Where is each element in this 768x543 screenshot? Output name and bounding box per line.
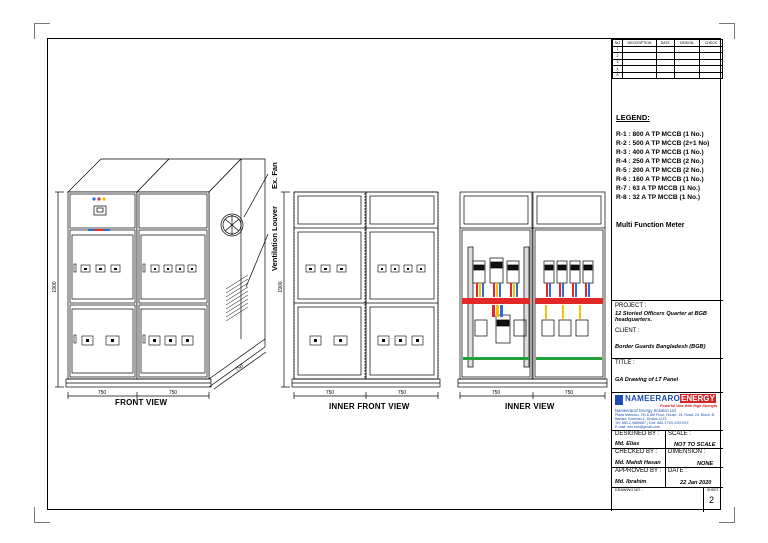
dim-width-left: 750 <box>98 390 107 396</box>
crop-mark <box>34 522 50 523</box>
checked-label: CHECKED BY : <box>615 449 658 455</box>
sheet-number: 2 <box>709 495 715 505</box>
company-full-name: Nameeraroz Energy Solution Ltd. <box>615 408 677 413</box>
busbar-set <box>462 283 603 360</box>
company-tagline: Powerful Vibe With High Strength <box>660 404 718 408</box>
dim-height: 1900 <box>52 281 58 292</box>
date-value: 22 Jan 2020 <box>680 480 712 486</box>
revision-table: NO DESCRIPTION DATE DESIGN CHECK 1 2 3 4… <box>612 39 724 81</box>
checked-row: CHECKED BY : Md. Mahdi Hasan DIMENSION :… <box>612 448 723 468</box>
dim-height: 1900 <box>278 281 284 292</box>
approved-value: Md. Ibrahim <box>615 479 647 485</box>
company-email: E-mail: info.nes@gmail.com <box>615 425 660 429</box>
inner-view-panel <box>457 191 608 388</box>
dim-width-right: 750 <box>398 390 407 396</box>
title-label: TITLE : <box>615 360 635 366</box>
legend-item: R-5 : 200 A TP MCCB (2 No.) <box>616 167 704 174</box>
company-name-2: ENERGY <box>680 394 716 403</box>
crop-mark <box>734 23 735 39</box>
scale-label: SCALE : <box>668 431 692 437</box>
project-label: PROJECT : <box>615 303 647 309</box>
checked-value: Md. Mahdi Hasan <box>615 460 661 466</box>
approved-row: APPROVED BY : Md. Ibrahim DATE : 22 Jan … <box>612 467 723 488</box>
project-row: PROJECT : 12 Storied Officers Quarter at… <box>612 300 723 330</box>
company-row <box>612 392 723 430</box>
front-view-panel <box>55 158 269 399</box>
crop-mark <box>34 23 50 24</box>
ventilation-louver-label: Ventilation Louver <box>270 205 279 271</box>
crop-mark <box>34 507 35 523</box>
legend-heading: LEGEND: <box>616 113 650 122</box>
dimension-value: NONE <box>697 461 714 467</box>
company-name: NAMEERAROOZ <box>625 394 692 403</box>
front-view-label: FRONT VIEW <box>115 398 168 407</box>
company-logo-mark <box>615 395 623 405</box>
inner-front-view-label: INNER FRONT VIEW <box>329 402 410 411</box>
approved-label: APPROVED BY : <box>615 468 662 474</box>
designed-row: DESIGNED BY : Md. Elias SCALE : NOT TO S… <box>612 430 723 449</box>
legend-item: R-3 : 400 A TP MCCB (1 No.) <box>616 149 704 156</box>
drawing-no-label: DRAWING NO. : <box>615 488 644 492</box>
crop-mark <box>719 23 735 24</box>
client-label: CLIENT : <box>615 328 640 334</box>
legend-item: R-4 : 250 A TP MCCB (2 No.) <box>616 158 704 165</box>
legend-item: R-1 : 800 A TP MCCB (1 No.) <box>616 131 704 138</box>
crop-mark <box>719 522 735 523</box>
sheet-label: SHEET <box>707 488 719 492</box>
designed-value: Md. Elias <box>615 441 640 447</box>
dim-width-right: 750 <box>565 390 574 396</box>
client-row: CLIENT : Border Guards Bangladesh (BGB) <box>612 328 723 358</box>
company-address: Plaza Mansion, 7th & 8th Floor, House: 1… <box>615 413 716 417</box>
dim-width-right: 750 <box>169 390 178 396</box>
dim-depth: 750 <box>234 363 244 373</box>
legend-item: R-7 : 63 A TP MCCB (1 No.) <box>616 185 701 192</box>
legend-meter: Multi Function Meter <box>616 222 685 229</box>
legend-item: R-8 : 32 A TP MCCB (1 No.) <box>616 194 701 201</box>
crop-mark <box>734 507 735 523</box>
date-label: DATE : <box>668 468 687 474</box>
drawing-sheet: 1900 750 750 750 1900 750 750 750 750 FR… <box>47 38 724 512</box>
designed-label: DESIGNED BY : <box>615 431 660 437</box>
exhaust-fan-label: Ex. Fan <box>270 162 279 189</box>
project-value: 12 Storied Officers Quarter at BGB headq… <box>615 311 707 323</box>
legend-item: R-6 : 160 A TP MCCB (1 No.) <box>616 176 704 183</box>
dimension-label: DIMENSION : <box>668 449 706 455</box>
inner-front-view-panel <box>281 191 441 399</box>
legend-item: R-2 : 500 A TP MCCB (2+1 No) <box>616 140 710 147</box>
dim-width-left: 750 <box>326 390 335 396</box>
scale-value: NOT TO SCALE <box>674 442 716 448</box>
drawing-no-row: DRAWING NO. : SHEET 2 <box>612 487 723 512</box>
client-value: Border Guards Bangladesh (BGB) <box>615 344 706 350</box>
inner-view-label: INNER VIEW <box>505 402 555 411</box>
company-phone: Tel: 880-2-9889687 | Cell: 880-17XX-XXXX… <box>615 421 689 425</box>
title-block: NO DESCRIPTION DATE DESIGN CHECK 1 2 3 4… <box>611 39 724 512</box>
panel-drawing: 1900 750 750 750 1900 750 750 750 750 <box>52 158 608 399</box>
title-row: TITLE : GA Drawing of LT Panel <box>612 358 723 392</box>
crop-mark <box>34 23 35 39</box>
dim-width-left: 750 <box>492 390 501 396</box>
rev-row-no: 5 <box>612 71 623 79</box>
title-value: GA Drawing of LT Panel <box>615 377 679 383</box>
legend: LEGEND: R-1 : 800 A TP MCCB (1 No.) R-2 … <box>616 113 722 229</box>
company-address: Banani, Gulshan-1, Dhaka-1213 <box>615 417 667 421</box>
company-logo: NAMEERAROOZ ENERGY Powerful Vibe With Hi… <box>614 394 721 430</box>
